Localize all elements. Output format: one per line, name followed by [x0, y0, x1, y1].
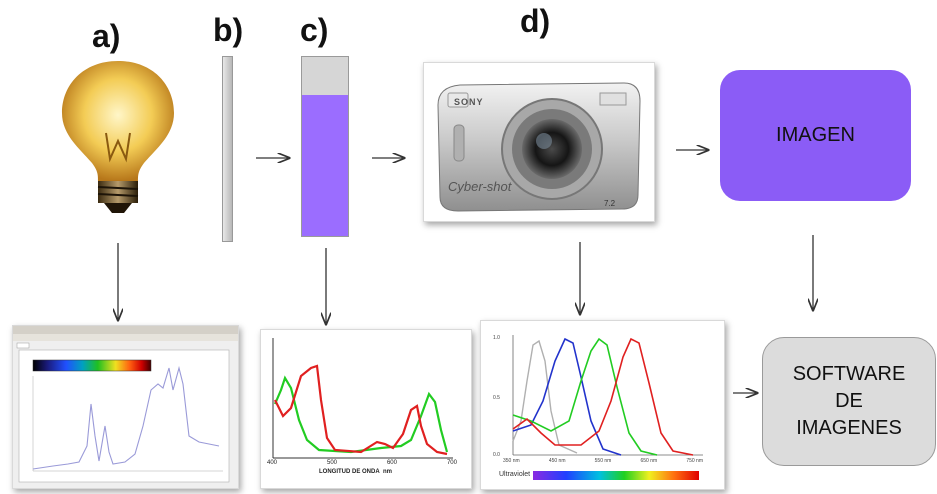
ultraviolet-label: Ultraviolet: [499, 471, 531, 478]
tick-d-1: 350 nm: [503, 458, 520, 464]
camera-panel: SONY Cyber-shot 7.2: [423, 62, 655, 222]
blue-curve: [512, 337, 622, 456]
spectrum-c-xlabel: LONGITUD DE ONDA nm: [319, 469, 392, 475]
ytick-d-2: 0.5: [493, 395, 500, 401]
software-box: SOFTWARE DE IMAGENES: [762, 337, 936, 466]
red-resp-curve: [512, 337, 694, 456]
label-a: a): [92, 18, 121, 54]
tick-d-5: 750 nm: [686, 458, 703, 464]
spectrometer-screenshot: [12, 325, 239, 489]
tick-d-2: 450 nm: [548, 458, 566, 464]
absorption-spectrum-panel: 400 500 600 700 LONGITUD DE ONDA nm: [260, 329, 472, 489]
red-curve: [274, 364, 448, 456]
software-line-3: IMAGENES: [796, 417, 902, 439]
light-bulb-icon: [48, 55, 188, 215]
camera-zoom: 7.2: [604, 199, 616, 208]
camera-icon: [437, 82, 641, 212]
tick-c-4: 700: [446, 460, 457, 466]
tick-d-4: 650 nm: [640, 458, 658, 464]
tick-d-3: 550 nm: [594, 458, 612, 464]
camera-model: Cyber-shot: [448, 179, 512, 194]
camera-brand: SONY: [454, 97, 484, 107]
green-curve: [273, 375, 449, 454]
cuvette-liquid: [302, 95, 348, 236]
spectrum-d-ticks: 350 nm 450 nm 550 nm 650 nm 750 nm: [503, 458, 703, 464]
imagen-label: IMAGEN: [776, 124, 855, 146]
cuvette: [301, 56, 349, 237]
imagen-box: IMAGEN: [720, 70, 911, 201]
label-b: b): [213, 12, 244, 48]
label-d: d): [520, 3, 551, 39]
label-c: c): [300, 12, 329, 48]
sensor-response-panel: 1.0 0.5 0.0 350 nm 450 nm 550 nm 650 nm …: [480, 320, 725, 490]
tick-c-1: 400: [267, 460, 278, 466]
spectrum-c-xunit: nm: [383, 469, 393, 475]
filter-slide: [222, 56, 233, 242]
tick-c-3: 600: [386, 460, 397, 466]
gray-curve: [512, 339, 578, 454]
ytick-d-1: 1.0: [493, 335, 500, 341]
tick-c-2: 500: [326, 460, 337, 466]
spectrum-c-xlabel-text: LONGITUD DE ONDA: [319, 469, 380, 475]
ytick-d-3: 0.0: [493, 452, 500, 458]
green-resp-curve: [512, 337, 658, 456]
software-line-1: SOFTWARE: [792, 363, 906, 385]
software-line-2: DE: [835, 390, 863, 412]
spectrum-c-ticks: 400 500 600 700: [267, 460, 457, 466]
